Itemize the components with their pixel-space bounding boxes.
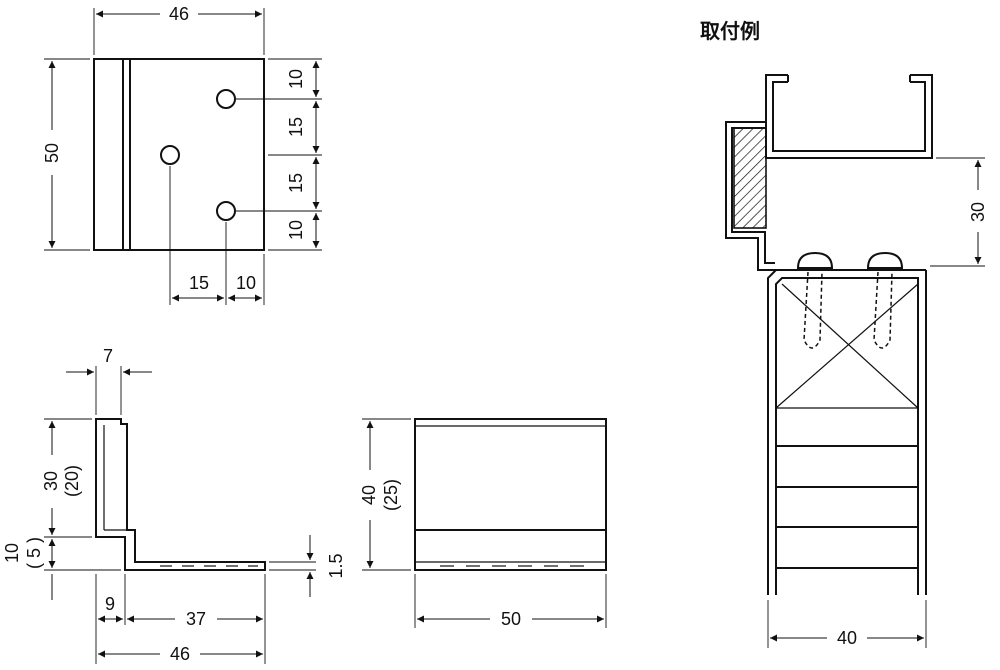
- dim-offset: 9: [105, 594, 115, 614]
- mounting-hole-middle: [160, 145, 180, 165]
- front-outline: [414, 418, 607, 571]
- screw-head-right: [866, 251, 904, 269]
- dim-bottom-1: 15: [189, 273, 209, 293]
- screw-head-left: [796, 251, 834, 269]
- dim-bottom-2: 10: [236, 273, 256, 293]
- dim-right-3: 15: [286, 173, 306, 193]
- channel-rail-outer: [765, 74, 933, 159]
- dim-lip: 7: [103, 346, 113, 366]
- dim-height: 50: [42, 143, 62, 163]
- dim-right-2: 15: [286, 117, 306, 137]
- panel-left-outer: [767, 269, 777, 595]
- dim-right-4: 10: [286, 220, 306, 240]
- channel-rail-inner: [772, 81, 926, 152]
- dim-total: 46: [170, 644, 190, 664]
- panel-inner-frame: [775, 277, 919, 595]
- dim-length: 37: [186, 609, 206, 629]
- mounting-hole-top: [216, 89, 236, 109]
- dim-height-low: 10: [2, 543, 22, 563]
- dim-front-height: 40: [359, 485, 379, 505]
- dim-thickness: 1.5: [326, 553, 346, 578]
- screw-shank-left: [803, 271, 823, 349]
- dim-front-width: 50: [501, 609, 521, 629]
- dim-height-main: 30: [41, 471, 61, 491]
- dim-height-low-alt: ( 5 ): [24, 537, 44, 569]
- side-view: 7 30 (20) 10 ( 5 ) 1.5 9 37 46: [2, 346, 346, 664]
- dim-mount-width: 40: [837, 628, 857, 648]
- mounting-example: 取付例 30: [700, 19, 988, 648]
- bracket-inner: [731, 127, 775, 264]
- bracket-outer: [725, 121, 775, 271]
- top-view: 46 50 10 15 15 10 15 10: [42, 4, 322, 305]
- dim-right-1: 10: [286, 69, 306, 89]
- front-view: 40 (25) 50: [359, 418, 607, 629]
- dim-mount-gap: 30: [968, 202, 988, 222]
- dim-width: 46: [169, 4, 189, 24]
- bracket-plate-outline: [93, 58, 265, 251]
- mounting-example-title: 取付例: [700, 19, 760, 43]
- dim-height-main-alt: (20): [62, 465, 82, 497]
- dim-front-height-alt: (25): [381, 479, 401, 511]
- mounting-hole-bottom: [216, 201, 236, 221]
- side-profile: [95, 418, 266, 571]
- hatched-pad: [733, 127, 767, 229]
- screw-shank-right: [873, 271, 893, 349]
